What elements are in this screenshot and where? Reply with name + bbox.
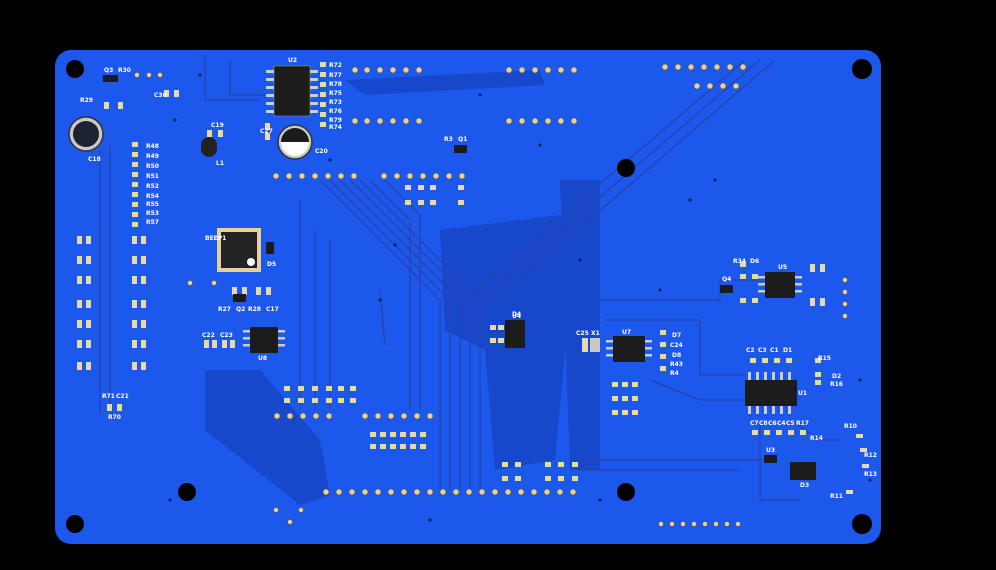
- label-c30: C30: [154, 92, 167, 99]
- label-r12: R12: [864, 452, 877, 459]
- silkscreen-labels: U2 U8 U7 U5 U1 U3 U4 Q3 R30 R29 C30 C18 …: [80, 57, 877, 500]
- electrolytic-capacitors: [68, 116, 313, 160]
- label-r16: R16: [830, 381, 843, 388]
- label-r4: R4: [670, 370, 679, 377]
- label-r10: R10: [844, 423, 857, 430]
- label-d4: D4: [512, 311, 521, 318]
- vias: [168, 73, 872, 522]
- label-r17: R17: [796, 420, 809, 427]
- label-r71: R71: [102, 393, 115, 400]
- label-r55: R55: [146, 201, 159, 208]
- label-c24: C24: [670, 342, 683, 349]
- label-beep1: BEEP1: [205, 235, 226, 242]
- label-c5: C5: [786, 420, 795, 427]
- label-r52: R52: [146, 183, 159, 190]
- label-c21: C21: [116, 393, 129, 400]
- mounting-holes: [66, 59, 872, 534]
- label-c18: C18: [88, 156, 101, 163]
- label-c20: C20: [315, 148, 328, 155]
- label-r73: R73: [329, 99, 342, 106]
- label-r49: R49: [146, 153, 159, 160]
- label-r75: R75: [329, 90, 342, 97]
- label-c1: C1: [770, 347, 779, 354]
- ic-packages: [201, 65, 816, 480]
- label-r72: R72: [329, 62, 342, 69]
- label-r3: R3: [444, 136, 453, 143]
- label-r13: R13: [864, 471, 877, 478]
- trace-regions: [205, 70, 600, 505]
- label-q1: Q1: [458, 136, 467, 143]
- label-d2: D2: [832, 373, 841, 380]
- label-r51: R51: [146, 173, 159, 180]
- label-d7: D7: [672, 332, 681, 339]
- label-r48: R48: [146, 143, 159, 150]
- label-d8: D8: [672, 352, 681, 359]
- label-r78: R78: [329, 81, 342, 88]
- label-c17: C17: [266, 306, 279, 313]
- label-u4: U4: [512, 313, 521, 320]
- label-c25: C25: [576, 330, 589, 337]
- label-u8: U8: [258, 355, 267, 362]
- label-u1: U1: [798, 390, 807, 397]
- label-r11: R11: [830, 493, 843, 500]
- label-r14: R14: [810, 435, 823, 442]
- label-c27: C27: [260, 128, 273, 135]
- label-r57: R57: [146, 219, 159, 226]
- label-u7: U7: [622, 329, 631, 336]
- label-c2: C2: [746, 347, 755, 354]
- label-r74: R74: [329, 124, 342, 131]
- label-d5: D5: [267, 261, 276, 268]
- label-r70: R70: [108, 414, 121, 421]
- label-r43: R43: [670, 361, 683, 368]
- label-c7: C7: [750, 420, 759, 427]
- label-c8: C8: [759, 420, 768, 427]
- smd-pads: [77, 62, 869, 494]
- label-q4: Q4: [722, 276, 731, 283]
- label-c6: C6: [768, 420, 777, 427]
- label-r76: R76: [329, 108, 342, 115]
- label-r54: R54: [146, 193, 159, 200]
- label-l1: L1: [216, 160, 224, 167]
- label-d1: D1: [783, 347, 792, 354]
- label-r28: R28: [248, 306, 261, 313]
- label-r15: R15: [818, 355, 831, 362]
- label-c22: C22: [202, 332, 215, 339]
- label-q3: Q3: [104, 67, 113, 74]
- label-c19: C19: [211, 122, 224, 129]
- label-u3: U3: [766, 447, 775, 454]
- label-r29: R29: [80, 97, 93, 104]
- traces: [99, 55, 840, 501]
- label-r77: R77: [329, 72, 342, 79]
- label-r79: R79: [329, 117, 342, 124]
- label-u5: U5: [778, 264, 787, 271]
- label-r53: R53: [146, 210, 159, 217]
- label-u2: U2: [288, 57, 297, 64]
- label-c4: C4: [777, 420, 786, 427]
- label-d6: D6: [750, 258, 759, 265]
- label-r30: R30: [118, 67, 131, 74]
- label-r34: R34: [733, 258, 746, 265]
- label-r27: R27: [218, 306, 231, 313]
- label-r50: R50: [146, 163, 159, 170]
- label-d3: D3: [800, 482, 809, 489]
- header-pins: [134, 63, 848, 527]
- label-c23: C23: [220, 332, 233, 339]
- label-q2: Q2: [236, 306, 245, 313]
- label-c3: C3: [758, 347, 767, 354]
- label-x1: X1: [591, 330, 600, 337]
